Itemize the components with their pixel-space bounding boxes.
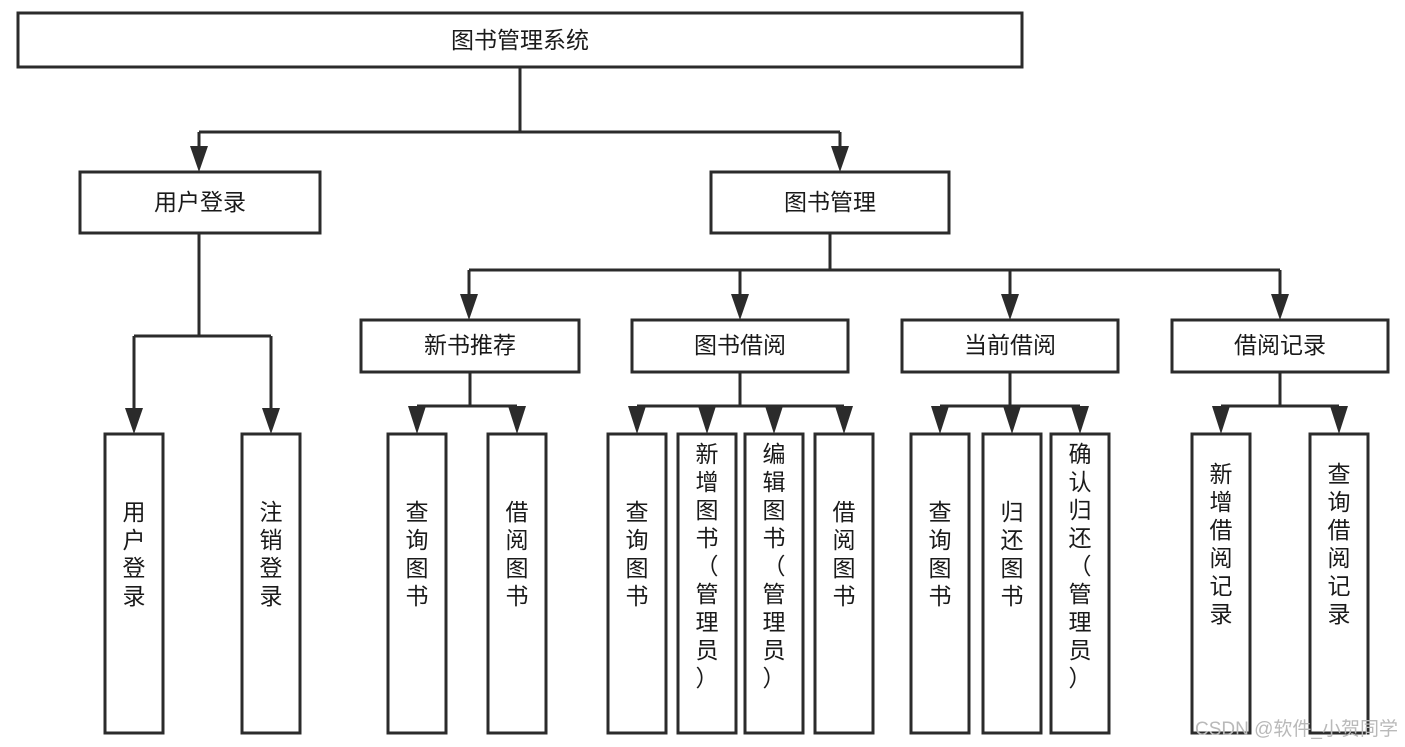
node-user-login-box xyxy=(78,170,322,235)
arrowhead-to-leaf-user-login xyxy=(125,408,143,434)
node-leaf-borrow-book-2-box xyxy=(813,432,875,735)
node-leaf-add-book-box xyxy=(676,432,738,735)
node-leaf-add-record-box xyxy=(1190,432,1252,735)
node-leaf-return-book-label: 归还图书 xyxy=(1001,499,1024,609)
connector-user-login-fanout xyxy=(132,233,273,422)
arrowhead-to-leaf-query-record xyxy=(1330,406,1348,434)
node-book-manage[interactable]: 图书管理 xyxy=(709,170,951,235)
node-leaf-query-book-1-label: 查询图书 xyxy=(406,499,429,609)
node-leaf-edit-book[interactable]: 编辑图书（管理员） xyxy=(743,432,805,735)
arrowhead-to-user-login xyxy=(190,146,208,172)
node-leaf-borrow-book-1-label: 借阅图书 xyxy=(506,499,529,609)
node-book-borrow-label: 图书借阅 xyxy=(694,332,786,358)
connector-borrow-record-fanout xyxy=(1219,372,1341,412)
node-leaf-add-book[interactable]: 新增图书（管理员） xyxy=(676,432,738,735)
node-leaf-query-record[interactable]: 查询借阅记录 xyxy=(1308,432,1370,735)
node-book-borrow-box xyxy=(630,318,850,374)
node-leaf-logout-box xyxy=(240,432,302,735)
node-borrow-record[interactable]: 借阅记录 xyxy=(1170,318,1390,374)
arrowhead-to-leaf-query-book-3 xyxy=(931,406,949,434)
node-current-borrow-label: 当前借阅 xyxy=(964,332,1056,358)
node-root-box xyxy=(16,11,1024,69)
node-leaf-return-book-box xyxy=(981,432,1043,735)
node-leaf-add-record[interactable]: 新增借阅记录 xyxy=(1190,432,1252,735)
node-leaf-confirm-return-box xyxy=(1049,432,1111,735)
node-book-manage-box xyxy=(709,170,951,235)
node-leaf-user-login-label: 用户登录 xyxy=(123,499,146,609)
connector-book-manage-fanout xyxy=(467,233,1282,308)
arrowhead-to-leaf-borrow-book-2 xyxy=(835,406,853,434)
arrowhead-to-book-manage xyxy=(831,146,849,172)
arrowhead-to-current-borrow xyxy=(1001,294,1019,320)
node-leaf-add-record-label: 新增借阅记录 xyxy=(1210,461,1233,627)
node-leaf-return-book[interactable]: 归还图书 xyxy=(981,432,1043,735)
arrowhead-to-leaf-logout xyxy=(262,408,280,434)
node-leaf-user-login[interactable]: 用户登录 xyxy=(103,432,165,735)
node-leaf-query-book-2[interactable]: 查询图书 xyxy=(606,432,668,735)
node-leaf-query-book-1-box xyxy=(386,432,448,735)
node-leaf-add-book-label: 新增图书（管理员） xyxy=(696,441,719,691)
node-user-login[interactable]: 用户登录 xyxy=(78,170,322,235)
node-current-borrow-box xyxy=(900,318,1120,374)
arrowhead-to-leaf-add-book xyxy=(698,406,716,434)
node-user-login-label: 用户登录 xyxy=(154,189,246,215)
node-leaf-borrow-book-1-box xyxy=(486,432,548,735)
node-leaf-query-record-box xyxy=(1308,432,1370,735)
node-leaf-query-book-1[interactable]: 查询图书 xyxy=(386,432,448,735)
arrowhead-to-borrow-record xyxy=(1271,294,1289,320)
node-leaf-borrow-book-2-label: 借阅图书 xyxy=(833,499,856,609)
node-current-borrow[interactable]: 当前借阅 xyxy=(900,318,1120,374)
node-new-book-recommend[interactable]: 新书推荐 xyxy=(359,318,581,374)
arrowhead-to-book-borrow xyxy=(731,294,749,320)
arrowhead-to-leaf-borrow-book-1 xyxy=(508,406,526,434)
node-leaf-query-book-3[interactable]: 查询图书 xyxy=(909,432,971,735)
node-leaf-query-book-3-label: 查询图书 xyxy=(929,499,952,609)
arrowhead-to-new-book-recommend xyxy=(460,294,478,320)
node-root[interactable]: 图书管理系统 xyxy=(16,11,1024,69)
node-book-borrow[interactable]: 图书借阅 xyxy=(630,318,850,374)
leaf-nodes-layer: 用户登录 注销登录 查询图书 借阅图书 查询图书 新增图书（管理员） xyxy=(103,432,1370,735)
node-leaf-borrow-book-1[interactable]: 借阅图书 xyxy=(486,432,548,735)
node-leaf-edit-book-box xyxy=(743,432,805,735)
connector-root-to-level2 xyxy=(197,67,842,160)
connector-book-borrow-fanout xyxy=(635,372,846,412)
arrowhead-to-leaf-confirm-return xyxy=(1071,406,1089,434)
node-leaf-query-book-3-box xyxy=(909,432,971,735)
arrowhead-to-leaf-add-record xyxy=(1212,406,1230,434)
node-leaf-query-record-label: 查询借阅记录 xyxy=(1328,461,1351,627)
connector-layer xyxy=(125,67,1348,434)
node-leaf-confirm-return-label: 确认归还（管理员） xyxy=(1069,441,1092,691)
node-root-label: 图书管理系统 xyxy=(451,27,589,53)
node-leaf-logout[interactable]: 注销登录 xyxy=(240,432,302,735)
node-leaf-query-book-2-label: 查询图书 xyxy=(626,499,649,609)
arrowhead-to-leaf-return-book xyxy=(1003,406,1021,434)
node-borrow-record-label: 借阅记录 xyxy=(1234,332,1326,358)
node-leaf-user-login-box xyxy=(103,432,165,735)
node-leaf-logout-label: 注销登录 xyxy=(260,499,283,609)
node-leaf-edit-book-label: 编辑图书（管理员） xyxy=(763,441,786,691)
connector-new-book-recommend-fanout xyxy=(415,372,519,412)
node-leaf-query-book-2-box xyxy=(606,432,668,735)
node-leaf-confirm-return[interactable]: 确认归还（管理员） xyxy=(1049,432,1111,735)
node-borrow-record-box xyxy=(1170,318,1390,374)
node-new-book-recommend-label: 新书推荐 xyxy=(424,332,516,358)
node-book-manage-label: 图书管理 xyxy=(784,189,876,215)
watermark-label: CSDN @软件_小贺同学 xyxy=(1195,718,1398,740)
node-leaf-borrow-book-2[interactable]: 借阅图书 xyxy=(813,432,875,735)
arrowhead-to-leaf-query-book-1 xyxy=(408,406,426,434)
arrowhead-to-leaf-edit-book xyxy=(765,406,783,434)
node-new-book-recommend-box xyxy=(359,318,581,374)
arrowhead-to-leaf-query-book-2 xyxy=(628,406,646,434)
